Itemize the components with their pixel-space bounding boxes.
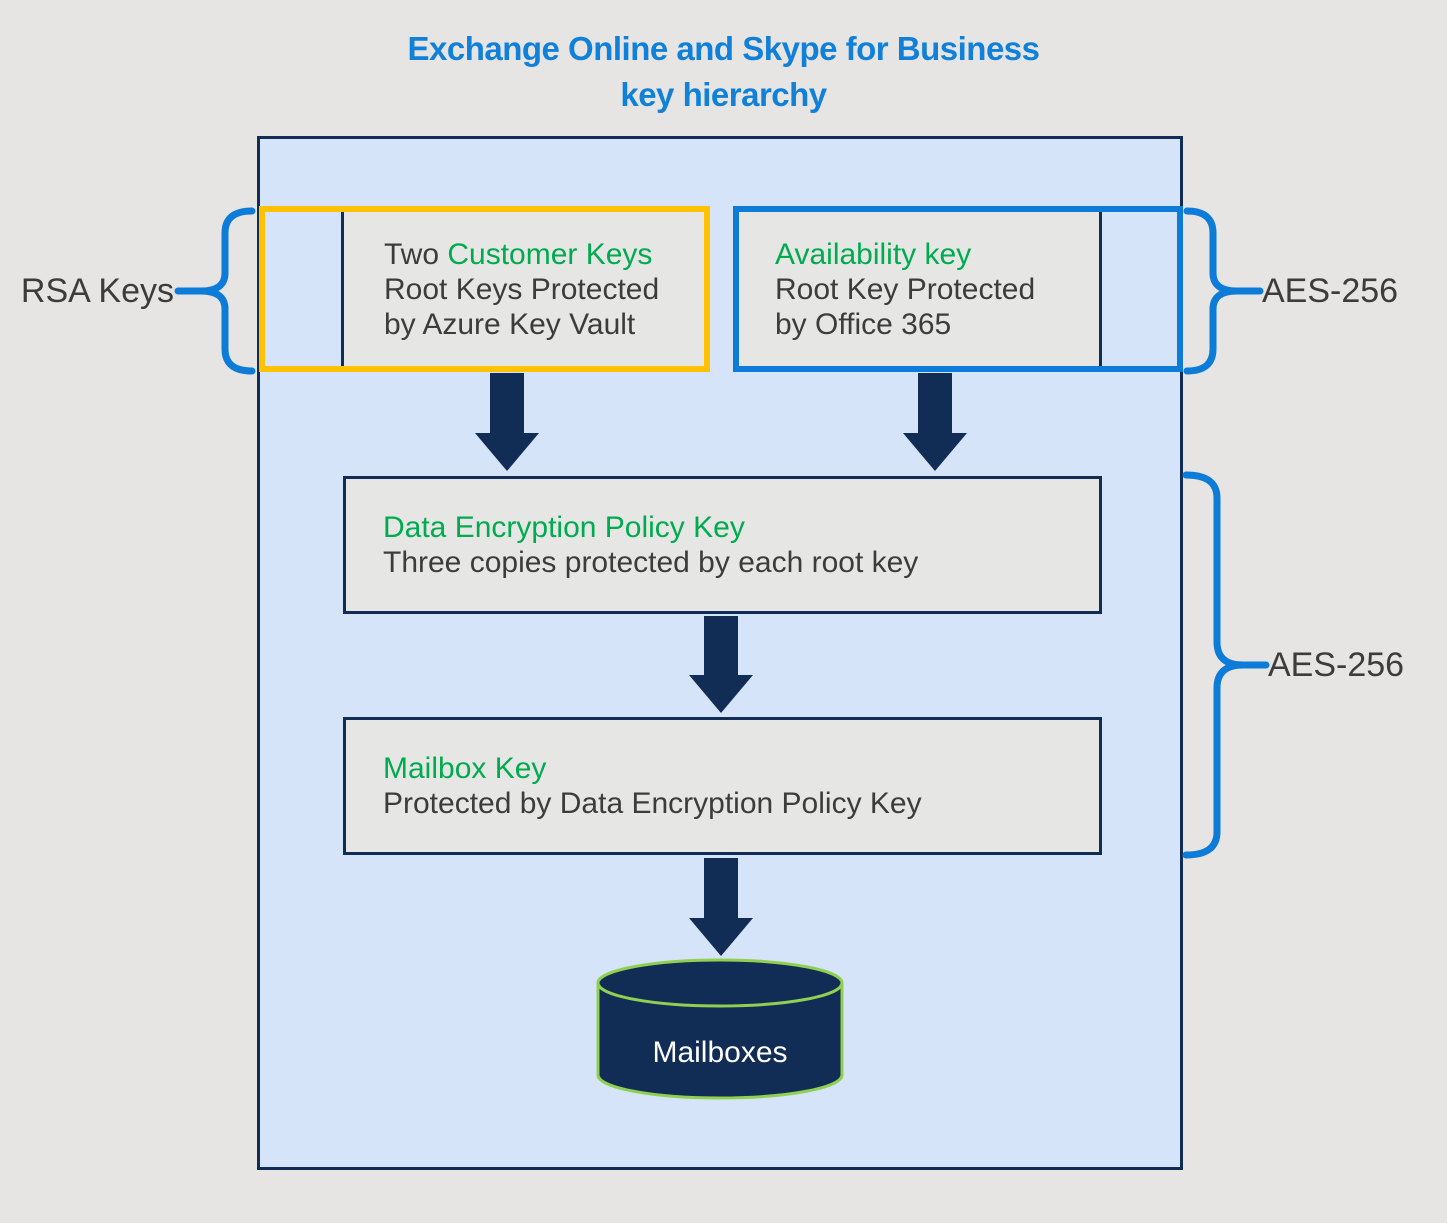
mailbox-key-box: Mailbox Key Protected by Data Encryption… <box>343 717 1102 855</box>
aes-256-bottom-label: AES-256 <box>1268 646 1405 684</box>
aes-256-top-label: AES-256 <box>1262 272 1399 310</box>
brace-aes-256-top-icon <box>1183 207 1264 375</box>
dep-key-title: Data Encryption Policy Key <box>383 511 745 544</box>
availability-key-title: Availability key <box>775 237 972 271</box>
customer-keys-box-line1: Root Keys Protected <box>384 272 660 306</box>
availability-key-box-line1: Root Key Protected <box>775 272 1036 306</box>
customer-keys-title-prefix: Two <box>384 237 448 271</box>
dep-key-box-line1: Three copies protected by each root key <box>383 546 919 579</box>
data-encryption-policy-key-box: Data Encryption Policy Key Three copies … <box>343 476 1102 614</box>
customer-keys-box-line2: by Azure Key Vault <box>384 307 636 341</box>
brace-aes-256-bottom-icon <box>1182 471 1270 859</box>
rsa-keys-label: RSA Keys <box>20 272 174 310</box>
brace-rsa-keys-icon <box>174 207 256 375</box>
availability-key-box-line2: by Office 365 <box>775 307 952 341</box>
customer-keys-box: Two Customer Keys Root Keys Protected by… <box>341 209 708 369</box>
availability-key-highlight-frame <box>733 206 1183 372</box>
customer-keys-title: Customer Keys <box>447 237 653 271</box>
mailbox-key-title: Mailbox Key <box>383 752 547 785</box>
diagram-title-line2: key hierarchy <box>620 76 827 113</box>
diagram-title: Exchange Online and Skype for Business k… <box>0 26 1447 118</box>
customer-keys-highlight-frame <box>259 206 710 372</box>
mailbox-key-box-line1: Protected by Data Encryption Policy Key <box>383 787 922 820</box>
mailboxes-label: Mailboxes <box>652 1036 788 1069</box>
diagram-title-line1: Exchange Online and Skype for Business <box>407 30 1040 67</box>
customer-keys-box-title: Two Customer Keys <box>384 237 705 272</box>
